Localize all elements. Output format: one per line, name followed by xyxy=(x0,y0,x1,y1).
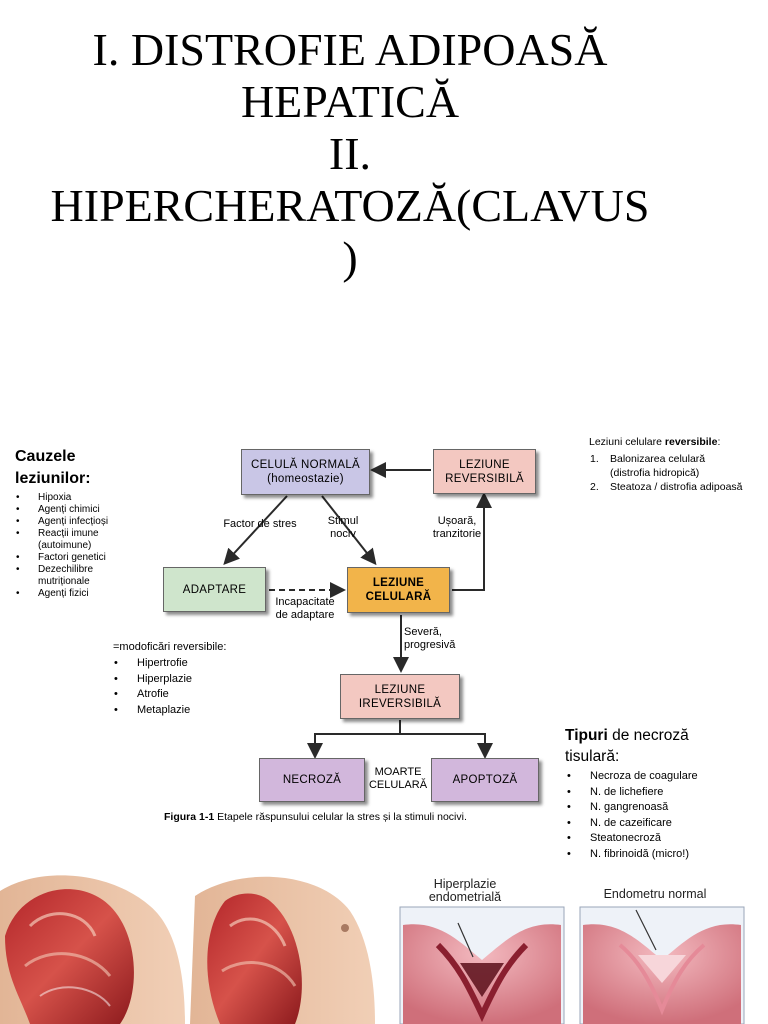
label-factor-de-stres: Factor de stres xyxy=(223,518,297,530)
box-adaptare: ADAPTARE xyxy=(163,567,266,612)
title-line: II. xyxy=(328,128,372,179)
list-item: 1.Balonizarea celulară(distrofia hidropi… xyxy=(590,453,706,479)
box-necroza: NECROZĂ xyxy=(259,758,365,802)
causes-list: Hipoxia Agenți chimici Agenți infecțioși… xyxy=(14,492,124,600)
list-item: Hiperplazie xyxy=(112,672,252,688)
arrow-branch xyxy=(314,733,486,750)
label-usoara-tranzitorie: Ușoară,tranzitorie xyxy=(432,515,482,540)
list-item: Hipoxia xyxy=(14,492,124,504)
list-item: Reacții imune(autoimune) xyxy=(14,528,124,552)
title-line: ) xyxy=(342,232,358,283)
list-item: N. de lichefiere xyxy=(565,785,745,801)
list-item: N. de cazeificare xyxy=(565,816,745,832)
necrosis-list: Necroza de coagulare N. de lichefiere N.… xyxy=(565,769,745,862)
title-line: HIPERCHERATOZĂ(CLAVUS xyxy=(50,180,650,231)
slide-title: I. DISTROFIE ADIPOASĂ HEPATICĂ II. HIPER… xyxy=(0,24,700,284)
box-apoptoza: APOPTOZĂ xyxy=(431,758,539,802)
figure-caption: Figura 1-1 Etapele răspunsului celular l… xyxy=(164,811,467,823)
list-item: Atrofie xyxy=(112,687,252,703)
label-endometru-normal: Endometru normal xyxy=(603,887,707,901)
label-severa-progresiva: Severă,progresivă xyxy=(404,626,456,651)
arrow-normal-to-leziune xyxy=(321,495,377,566)
endometrium-illustration xyxy=(399,906,745,1024)
list-item: Hipertrofie xyxy=(112,656,252,672)
title-line: I. DISTROFIE ADIPOASĂ xyxy=(92,24,608,75)
reversible-heading: Leziuni celulare reversibile: xyxy=(589,436,721,448)
box-celula-normala: CELULĂ NORMALĂ(homeostazie) xyxy=(241,449,370,495)
list-item: 2.Steatoza / distrofia adipoasă xyxy=(590,481,743,493)
list-item: Agenți fizici xyxy=(14,588,124,600)
reversible-list: 1.Balonizarea celulară(distrofia hidropi… xyxy=(590,452,765,494)
list-item: Agenți infecțioși xyxy=(14,516,124,528)
list-item: N. gangrenoasă xyxy=(565,800,745,816)
list-item: Steatonecroză xyxy=(565,831,745,847)
adaptations-list: Hipertrofie Hiperplazie Atrofie Metaplaz… xyxy=(112,656,252,718)
adaptations-heading: =modoficări reversibile: xyxy=(113,641,227,653)
arrow-leziune-to-reversible xyxy=(452,492,492,591)
arrow-normal-to-adaptare xyxy=(223,495,288,565)
list-item: Factori genetici xyxy=(14,552,124,564)
list-item: Necroza de coagulare xyxy=(565,769,745,785)
list-item: Metaplazie xyxy=(112,703,252,719)
title-line: HEPATICĂ xyxy=(240,76,460,127)
muscle-hypertrophy-illustration xyxy=(0,875,375,1024)
causes-heading: Cauzele leziunilor: xyxy=(15,448,91,487)
necrosis-heading: Tipuri de necroză tisulară: xyxy=(565,727,689,765)
list-item: Agenți chimici xyxy=(14,504,124,516)
list-item: N. fibrinoidă (micro!) xyxy=(565,847,745,863)
